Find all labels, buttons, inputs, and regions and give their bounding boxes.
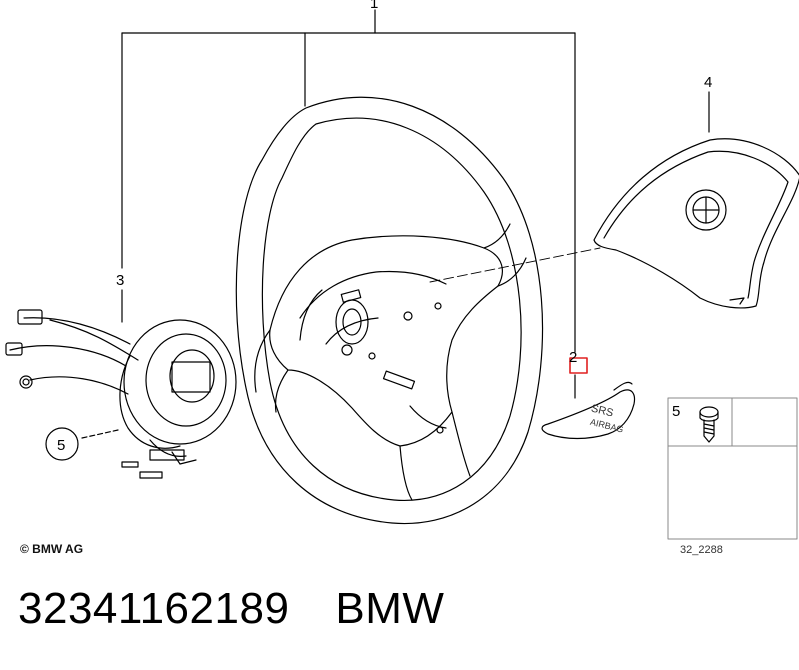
callout-3-label: 3 xyxy=(116,272,124,289)
srs-airbag-cover xyxy=(541,381,636,440)
callout-5-circle xyxy=(45,427,79,461)
srs-text: SRS xyxy=(590,402,615,419)
callout-5-circle-label: 5 xyxy=(57,437,65,454)
highlight-box xyxy=(569,357,588,374)
callout-1-label: 1 xyxy=(370,0,378,12)
callout-2-label: 2 xyxy=(569,349,577,366)
part-caption: 32341162189 BMW xyxy=(18,584,444,634)
callout-1-leaders xyxy=(81,9,710,439)
copyright-label: © BMW AG xyxy=(20,542,83,556)
callout-5-box-label: 5 xyxy=(672,403,680,420)
part-number: 32341162189 xyxy=(18,584,290,633)
callout-4-label: 4 xyxy=(704,74,712,91)
steering-wheel xyxy=(235,96,544,525)
airbag-module xyxy=(593,138,799,309)
screw-icon xyxy=(699,406,719,443)
airbag-text: AIRBAG xyxy=(589,417,624,435)
screw-inset-frame xyxy=(667,397,798,540)
slip-ring-assembly xyxy=(119,319,237,479)
diagram-code: 32_2288 xyxy=(680,544,723,556)
wire-harness xyxy=(5,309,139,395)
brand-name: BMW xyxy=(335,584,445,633)
